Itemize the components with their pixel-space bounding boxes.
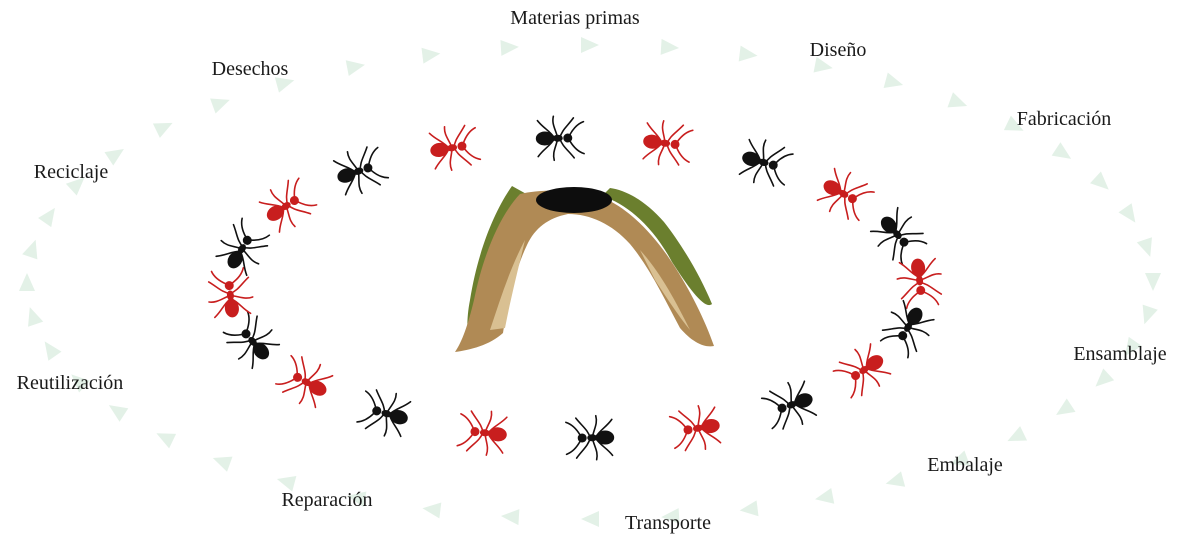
cycle-arrow-icon — [22, 237, 43, 259]
stage-label-transporte: Transporte — [625, 512, 711, 534]
red-ant-icon — [641, 119, 694, 168]
cycle-arrow-icon — [421, 500, 441, 518]
cycle-arrow-icon — [739, 46, 759, 64]
cycle-arrow-icon — [581, 511, 599, 527]
cycle-arrow-icon — [948, 92, 970, 113]
cycle-arrow-icon — [210, 451, 232, 472]
stage-label-reutilizacion: Reutilización — [17, 372, 124, 394]
cycle-arrow-icon — [153, 116, 176, 138]
stage-label-diseno: Diseño — [810, 39, 867, 61]
cycle-arrow-icon — [1118, 203, 1141, 227]
cycle-arrow-icon — [1052, 142, 1076, 165]
red-ant-icon — [669, 403, 724, 454]
stage-label-reparacion: Reparación — [281, 489, 372, 511]
anthill — [455, 186, 714, 352]
cycle-arrow-icon — [661, 39, 680, 56]
red-ant-icon — [457, 408, 510, 457]
cycle-arrow-icon — [1004, 426, 1027, 448]
black-ant-icon — [219, 307, 284, 372]
cycle-arrow-icon — [1137, 305, 1158, 327]
cycle-arrow-icon — [1090, 369, 1114, 393]
black-ant-icon — [535, 116, 584, 161]
stage-label-desechos: Desechos — [212, 58, 289, 80]
red-ant-icon — [273, 350, 336, 411]
cycle-arrow-icon — [1090, 172, 1114, 196]
cycle-arrow-icon — [884, 471, 906, 491]
red-ant-icon — [256, 173, 320, 236]
stage-label-ensamblaje: Ensamblaje — [1073, 343, 1166, 365]
cycle-arrow-icon — [104, 398, 128, 421]
black-ant-icon — [355, 385, 413, 440]
cycle-arrow-icon — [421, 46, 441, 64]
red-ant-icon — [814, 164, 877, 225]
cycle-arrow-icon — [500, 508, 519, 525]
stage-label-reciclaje: Reciclaje — [34, 161, 109, 183]
cycle-arrow-icon — [153, 426, 176, 448]
cycle-arrow-icon — [210, 92, 232, 113]
cycle-arrow-icon — [346, 57, 367, 76]
black-ant-icon — [736, 135, 794, 190]
black-ant-icon — [330, 142, 390, 199]
cycle-arrow-icon — [739, 500, 759, 518]
stage-labels: Materias primas Diseño Fabricación Ensam… — [17, 7, 1167, 534]
cycle-arrow-icon — [500, 39, 519, 56]
cycle-arrow-icon — [38, 203, 61, 227]
anthill-hole — [536, 187, 612, 213]
stage-label-materias-primas: Materias primas — [510, 7, 640, 29]
cycle-arrow-icon — [581, 37, 599, 53]
cycle-arrow-icon — [814, 488, 835, 507]
black-ant-icon — [866, 204, 931, 269]
cycle-arrow-icon — [884, 73, 906, 93]
red-ant-icon — [830, 339, 894, 402]
stage-label-embalaje: Embalaje — [927, 454, 1003, 476]
cycle-arrow-icon — [22, 305, 43, 327]
cycle-arrow-icon — [1145, 273, 1161, 291]
red-ant-icon — [427, 122, 482, 173]
cycle-arrow-icon — [1137, 237, 1158, 259]
cycle-arrow-icon — [38, 337, 61, 361]
stage-label-fabricacion: Fabricación — [1017, 108, 1111, 130]
ants-ring — [206, 116, 945, 461]
black-ant-icon — [566, 415, 615, 460]
cycle-arrow-icon — [19, 273, 35, 291]
cycle-arrow-icon — [1052, 398, 1076, 421]
black-ant-icon — [760, 377, 820, 434]
